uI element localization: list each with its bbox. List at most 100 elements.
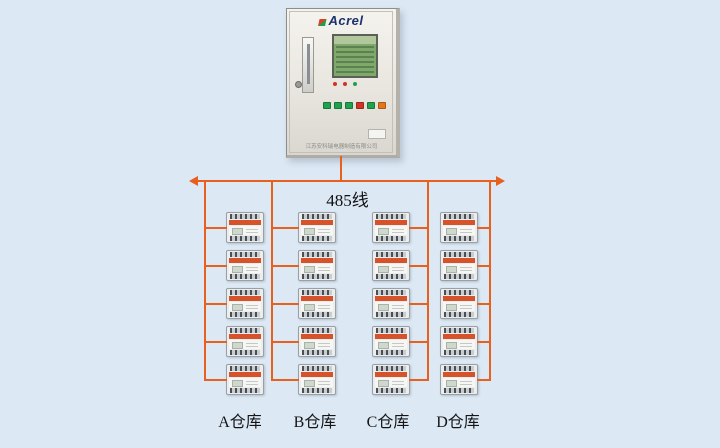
terminal-strip-top (376, 252, 406, 257)
stub-connector (477, 265, 490, 267)
terminal-strip-bottom (376, 350, 406, 355)
stub-connector (272, 379, 299, 381)
warehouse-b-device-column (272, 212, 336, 396)
device-brand-stripe (443, 258, 475, 263)
stub-connector (205, 379, 227, 381)
terminal-strip-top (302, 366, 332, 371)
din-meter-device (372, 364, 428, 395)
bus-arrow-left-icon (189, 176, 198, 186)
red-button (356, 102, 364, 109)
terminal-strip-bottom (376, 274, 406, 279)
bus-arrow-right-icon (496, 176, 505, 186)
green-led (353, 82, 357, 86)
warehouse-b-label: B仓库 (293, 414, 337, 431)
terminal-strip-bottom (444, 312, 474, 317)
stub-connector (272, 227, 299, 229)
green-button (345, 102, 353, 109)
device-brand-stripe (229, 372, 261, 377)
branch-line-b (271, 181, 273, 381)
stub-connector (409, 227, 428, 229)
device-brand-stripe (375, 258, 407, 263)
terminal-strip-bottom (444, 274, 474, 279)
din-meter-device (205, 288, 264, 319)
terminal-strip-top (302, 214, 332, 219)
din-meter-device (205, 250, 264, 281)
warehouse-a-device-column (205, 212, 264, 396)
branch-line-a (204, 181, 206, 381)
button-row (323, 102, 386, 109)
terminal-strip-top (444, 328, 474, 333)
warehouse-d-label: D仓库 (436, 414, 480, 431)
cabinet-door-seam (289, 11, 393, 153)
terminal-strip-top (444, 252, 474, 257)
terminal-strip-top (302, 328, 332, 333)
terminal-strip-bottom (230, 236, 260, 241)
window-indicator (307, 44, 310, 84)
warehouse-d-device-column (440, 212, 490, 396)
stub-connector (409, 341, 428, 343)
stub-connector (477, 227, 490, 229)
device-face (301, 302, 333, 311)
terminal-strip-top (230, 290, 260, 295)
terminal-strip-top (230, 252, 260, 257)
terminal-strip-bottom (444, 388, 474, 393)
device-brand-stripe (301, 296, 333, 301)
device-brand-stripe (229, 258, 261, 263)
stub-connector (272, 341, 299, 343)
terminal-strip-bottom (444, 236, 474, 241)
brand-text: Acrel (328, 13, 364, 28)
device-brand-stripe (443, 220, 475, 225)
din-meter-device (440, 364, 490, 395)
device-brand-stripe (229, 220, 261, 225)
green-button (323, 102, 331, 109)
device-face (229, 226, 261, 235)
device-face (443, 226, 475, 235)
stub-connector (205, 303, 227, 305)
terminal-strip-bottom (444, 350, 474, 355)
device-face (375, 226, 407, 235)
terminal-strip-bottom (230, 388, 260, 393)
stub-connector (477, 341, 490, 343)
device-brand-stripe (301, 220, 333, 225)
terminal-strip-top (230, 214, 260, 219)
device-face (375, 302, 407, 311)
lcd-screen (332, 34, 378, 78)
device-brand-stripe (375, 372, 407, 377)
device-face (229, 378, 261, 387)
terminal-strip-top (302, 252, 332, 257)
rating-sticker (368, 129, 386, 139)
device-brand-stripe (443, 334, 475, 339)
din-meter-device (440, 212, 490, 243)
orange-button (378, 102, 386, 109)
din-meter-device (272, 212, 336, 243)
terminal-strip-bottom (376, 388, 406, 393)
device-face (229, 302, 261, 311)
terminal-strip-top (230, 366, 260, 371)
screen-header-bar (334, 36, 376, 44)
green-button (367, 102, 375, 109)
terminal-strip-top (444, 366, 474, 371)
terminal-strip-top (376, 366, 406, 371)
terminal-strip-bottom (230, 312, 260, 317)
cabinet-to-bus-line (340, 156, 342, 182)
bus-label: 485线 (326, 191, 369, 210)
branch-line-c (427, 181, 429, 381)
din-meter-device (205, 364, 264, 395)
stub-connector (205, 265, 227, 267)
red-led (343, 82, 347, 86)
device-face (229, 340, 261, 349)
terminal-strip-top (376, 214, 406, 219)
status-led-row (333, 82, 357, 86)
terminal-strip-bottom (302, 236, 332, 241)
device-brand-stripe (301, 372, 333, 377)
device-brand-stripe (375, 220, 407, 225)
terminal-strip-bottom (302, 312, 332, 317)
green-button (334, 102, 342, 109)
terminal-strip-bottom (376, 312, 406, 317)
device-face (375, 340, 407, 349)
din-meter-device (205, 326, 264, 357)
device-brand-stripe (443, 372, 475, 377)
device-brand-stripe (443, 296, 475, 301)
terminal-strip-top (444, 290, 474, 295)
